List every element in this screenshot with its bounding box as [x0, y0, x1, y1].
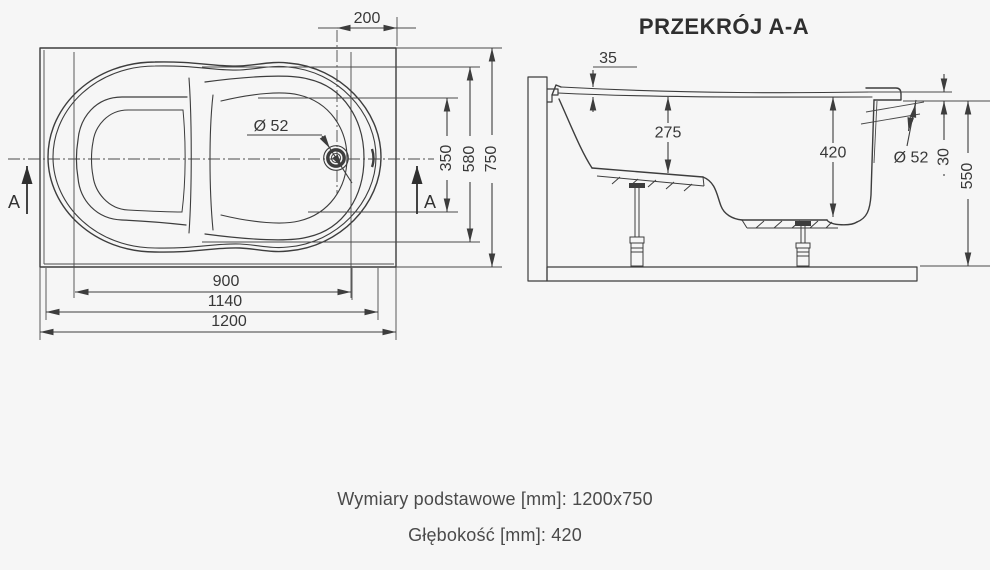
section-view: PRZEKRÓJ A-A — [527, 14, 990, 282]
dim-label-1200: 1200 — [211, 313, 247, 330]
section-marker-right: A — [424, 192, 436, 212]
dim-label-35: 35 — [599, 50, 617, 67]
dim-label-200: 200 — [354, 10, 381, 27]
foot-mount-right — [795, 221, 811, 226]
technical-drawing: Ø 52 200 350 580 750 900 — [8, 10, 990, 340]
dim-label-750: 750 — [483, 146, 500, 173]
section-title: PRZEKRÓJ A-A — [639, 14, 809, 39]
section-feet — [629, 183, 811, 267]
footer-depth-text: Głębokość [mm]: 420 — [408, 525, 582, 545]
dim-label-550: 550 — [959, 163, 976, 190]
plan-apron-outline — [39, 47, 397, 268]
foot-mount-left — [629, 183, 645, 188]
plan-dimensions: Ø 52 200 350 580 750 900 — [8, 10, 502, 340]
dim-label-1140: 1140 — [208, 293, 243, 310]
dim-label-plan-drain: Ø 52 — [254, 118, 289, 135]
section-dimensions: 35 275 420 Ø 52 30 — [589, 50, 990, 267]
footer-dimensions-text: Wymiary podstawowe [mm]: 1200x750 — [337, 489, 653, 509]
dim-label-275: 275 — [655, 125, 682, 142]
floor-hatch — [546, 266, 918, 282]
section-marker-left: A — [8, 192, 20, 212]
plan-view: Ø 52 200 350 580 750 900 — [8, 10, 502, 340]
wall-hatch — [527, 76, 548, 282]
section-bathtub — [546, 84, 925, 229]
dim-label-420: 420 — [820, 145, 847, 162]
dim-label-30: 30 — [936, 148, 953, 166]
dim-label-900: 900 — [213, 273, 240, 290]
dim-label-overflow: Ø 52 — [894, 150, 929, 167]
plan-bathtub — [47, 61, 382, 253]
footer: Wymiary podstawowe [mm]: 1200x750 Głębok… — [0, 489, 990, 561]
dim-label-350: 350 — [438, 145, 455, 172]
dim-label-580: 580 — [461, 146, 478, 173]
